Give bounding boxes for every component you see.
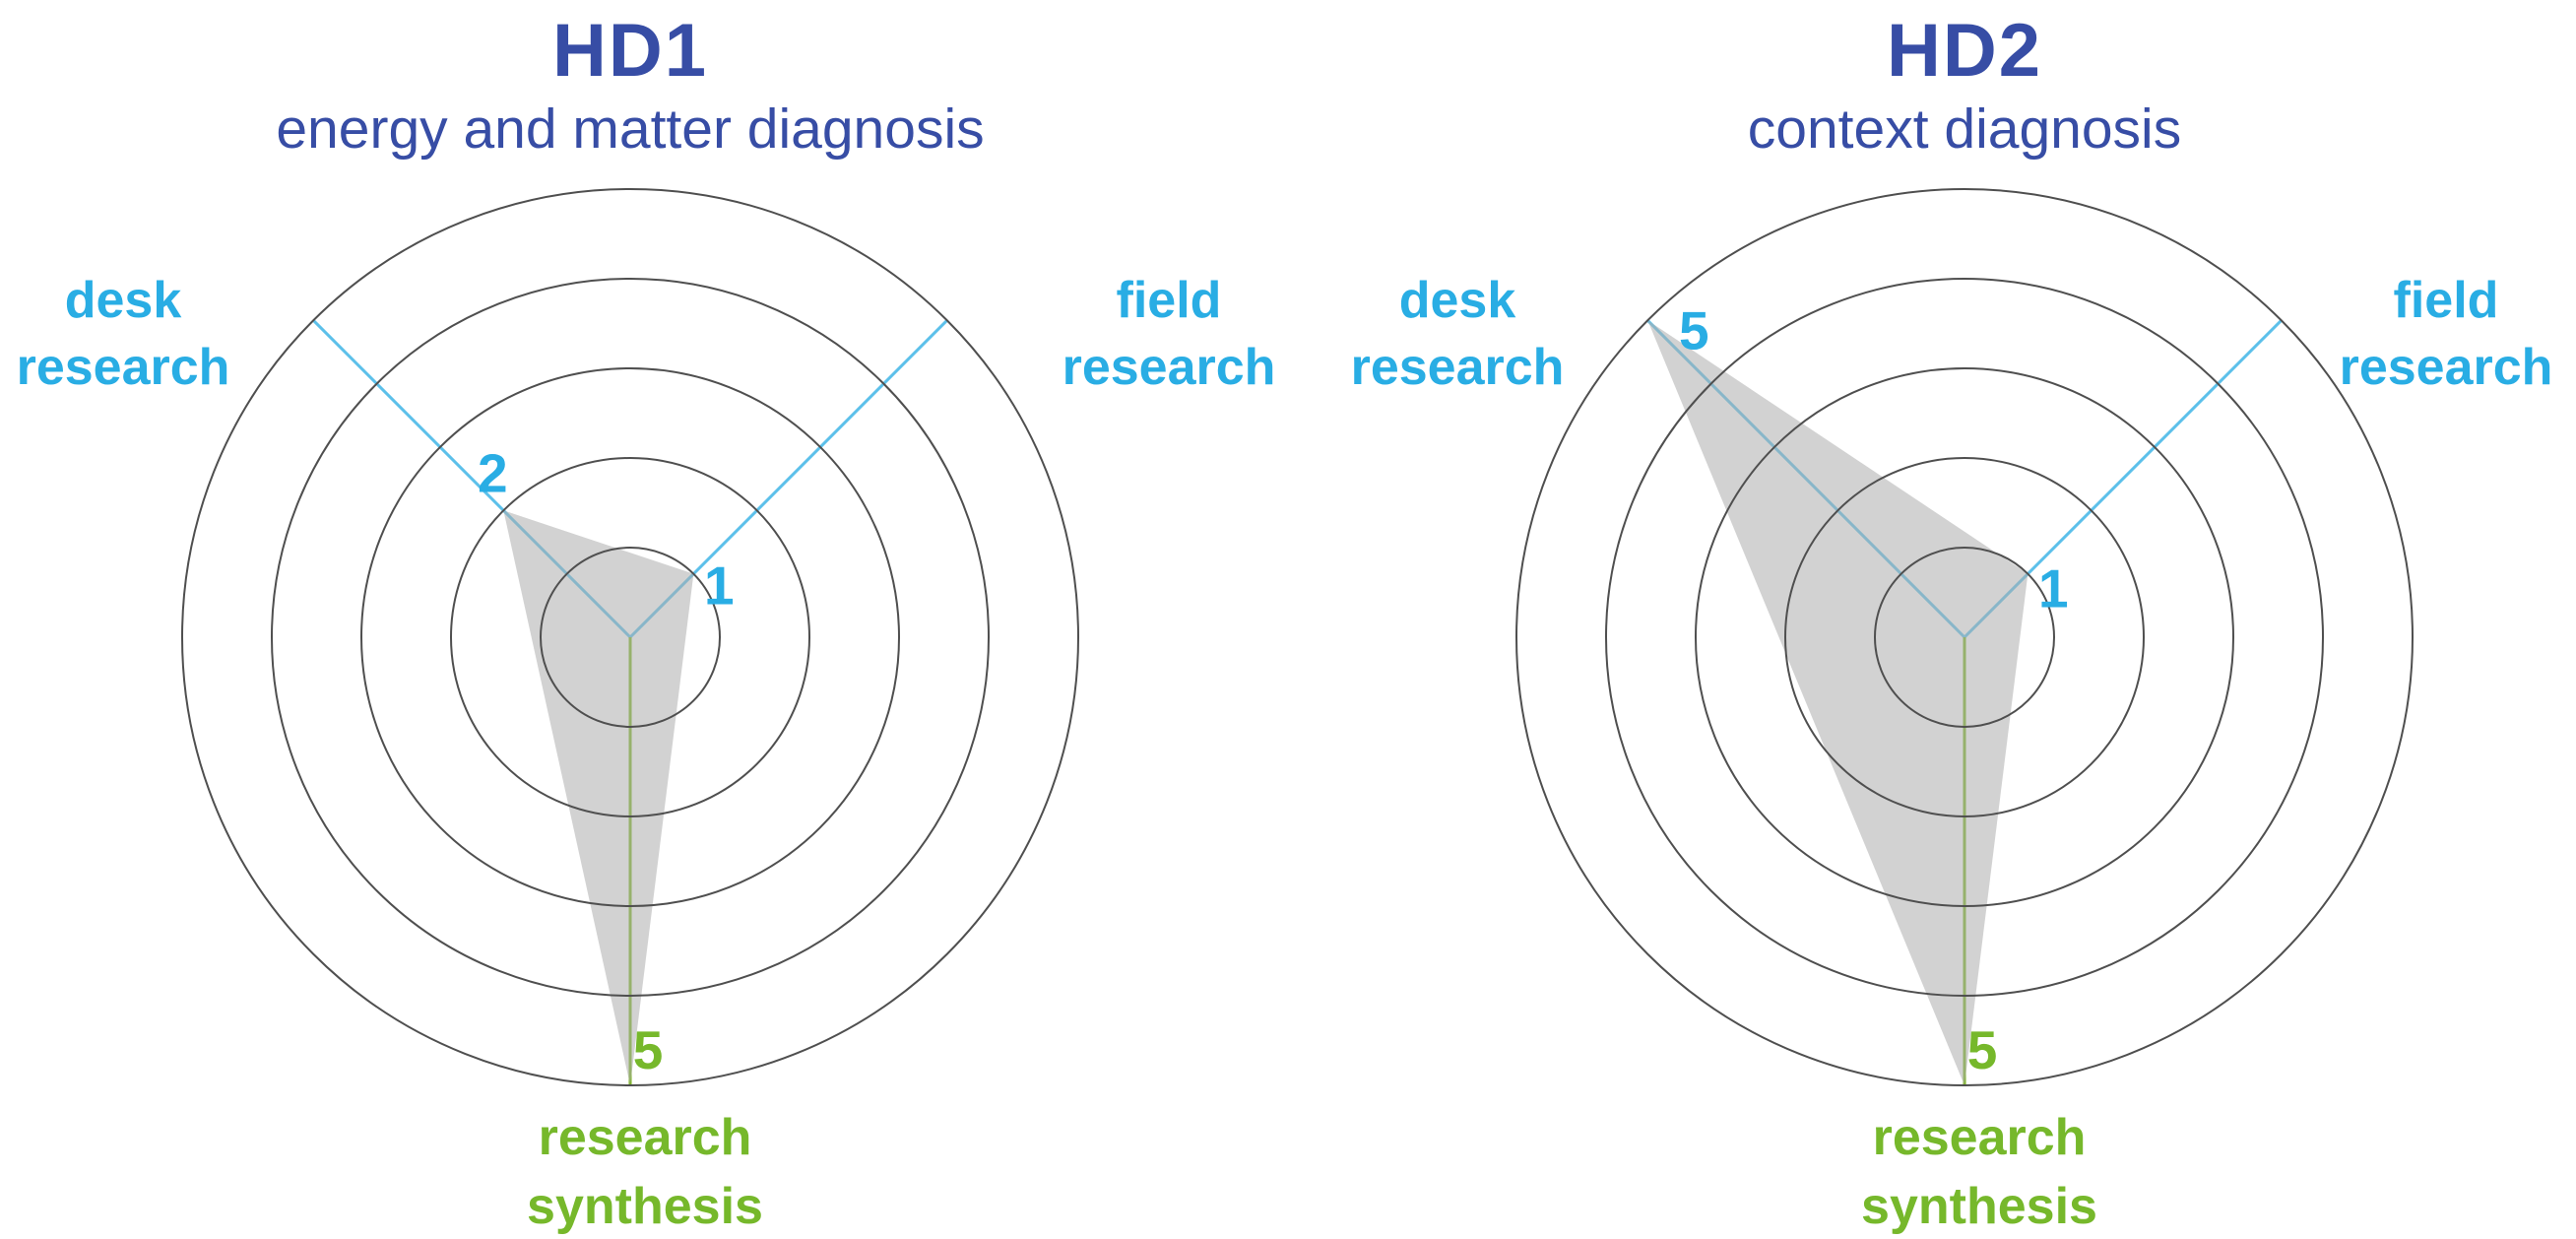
axis-label-desk-research-line2: research xyxy=(1351,339,1565,396)
axis-label-desk-research-line1: desk xyxy=(1399,272,1516,329)
grid-ring-5 xyxy=(1515,188,2414,1086)
axis-label-field-research-line2: research xyxy=(2340,339,2553,396)
grid-ring-3 xyxy=(360,367,900,907)
axis-label-field-research-line1: field xyxy=(1117,272,1222,329)
axis-label-desk-research-line2: research xyxy=(17,339,230,396)
grid-ring-3 xyxy=(1695,367,2234,907)
value-label-desk-research: 5 xyxy=(1679,299,1709,360)
hd2-subtitle: context diagnosis xyxy=(1747,98,2182,161)
value-label-desk-research: 2 xyxy=(478,442,508,503)
grid-ring-1 xyxy=(1874,547,2055,728)
axis-label-research-synthesis-line2: synthesis xyxy=(1861,1178,2097,1235)
axis-label-field-research-line2: research xyxy=(1063,339,1276,396)
value-label-research-synthesis: 5 xyxy=(1967,1019,1998,1080)
value-label-research-synthesis: 5 xyxy=(633,1019,664,1080)
grid-ring-5 xyxy=(181,188,1079,1086)
grid-ring-4 xyxy=(271,278,990,997)
hd1-chart: 2 1 5 desk research field research research synt… xyxy=(17,9,1276,1236)
data-polygon xyxy=(1647,320,2029,1085)
data-polygon xyxy=(503,510,694,1085)
hd1-radar-plot: 2 1 5 desk research field research research synt… xyxy=(17,188,1276,1235)
axis-label-field-research-line1: field xyxy=(2394,272,2499,329)
grid-ring-1 xyxy=(540,547,721,728)
value-label-field-research: 1 xyxy=(704,555,735,617)
grid-ring-4 xyxy=(1605,278,2324,997)
axis-label-research-synthesis-line1: research xyxy=(1873,1109,2087,1166)
axis-label-research-synthesis-line2: synthesis xyxy=(527,1178,763,1235)
hd2-chart: 5 1 5 desk research field research research synt… xyxy=(1288,0,2576,1239)
hd2-radar-plot: 5 1 5 desk research field research research synt… xyxy=(1351,188,2553,1235)
hd1-subtitle: energy and matter diagnosis xyxy=(276,98,985,161)
value-label-field-research: 1 xyxy=(2038,558,2069,620)
grid-ring-2 xyxy=(450,457,810,817)
axis-label-research-synthesis-line1: research xyxy=(539,1109,752,1166)
hd2-title: HD2 xyxy=(1886,9,2043,93)
axis-label-desk-research-line1: desk xyxy=(65,272,182,329)
hd1-title: HD1 xyxy=(551,9,709,93)
grid-ring-2 xyxy=(1784,457,2145,817)
